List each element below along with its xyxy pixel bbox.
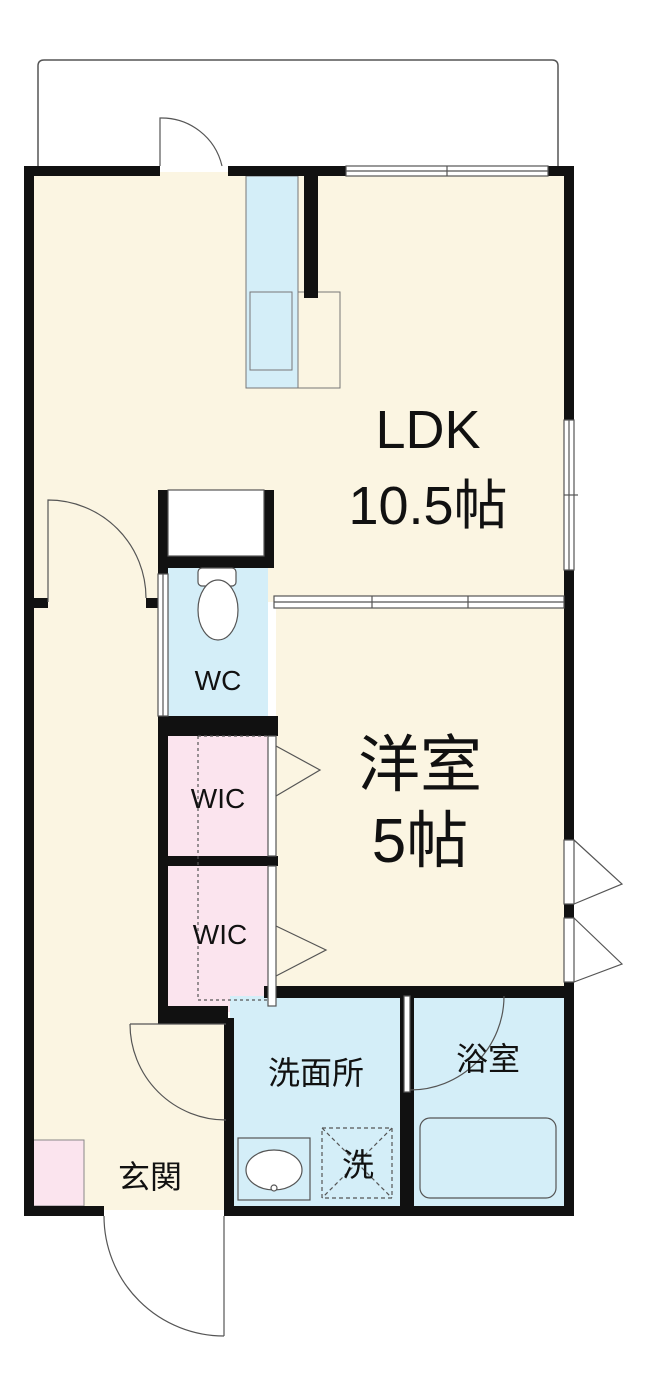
room-labels: LDK 10.5帖 洋室 5帖 WC WIC WIC 洗面所 浴室 洗 玄関 [118,400,520,1195]
western-window-1 [563,839,575,905]
window-2-swing [573,917,624,983]
bath-door-frame [403,995,411,1093]
washer-space [321,1127,393,1199]
wic-upper-door-swing [275,745,322,797]
hallway-floor-lower [162,1018,230,1210]
balcony-outline [37,59,559,168]
western-size: 5帖 [372,807,468,876]
washroom-label: 洗面所 [268,1055,364,1091]
wic-lower-label: WIC [193,919,247,950]
bathroom-label: 浴室 [456,1041,520,1077]
openings [157,165,578,1093]
toilet-bowl [197,579,239,641]
entrance-label: 玄関 [118,1159,182,1195]
western-window-2 [563,917,575,983]
wc-label: WC [195,665,242,696]
balcony-door-swing [159,117,223,167]
door-swings [47,117,624,1337]
western-room-floor [276,602,566,992]
kitchen-counter [245,175,299,389]
hallway-floor [30,602,162,1210]
floor-areas [29,172,568,1210]
ldk-size: 10.5帖 [348,476,507,536]
wic-upper-floor [166,736,272,856]
upper-shaft [167,489,265,557]
ldk-name: LDK [375,400,480,460]
entrance-door-swing [103,1215,225,1337]
kitchen-sink [249,291,293,371]
bathtub [419,1117,557,1199]
wic-lower-door [267,865,277,1007]
bath-door-swing [409,995,505,1091]
wic-upper-label: WIC [191,783,245,814]
wic-dashed-line [197,735,268,1001]
wic-lower-door-swing [275,925,328,977]
shoe-box [29,1139,85,1207]
washbasin-bowl [245,1149,303,1191]
wic-lower-floor [166,866,272,1012]
washer-label: 洗 [342,1147,374,1183]
ldk-door-swing [47,499,147,602]
fixtures [197,567,557,1201]
kitchen-shelf [297,291,341,389]
window-1-swing [573,839,624,905]
hall-door-swing [129,1023,227,1121]
wic-upper-door [267,735,277,857]
walls [24,166,574,1216]
western-name: 洋室 [358,731,482,800]
